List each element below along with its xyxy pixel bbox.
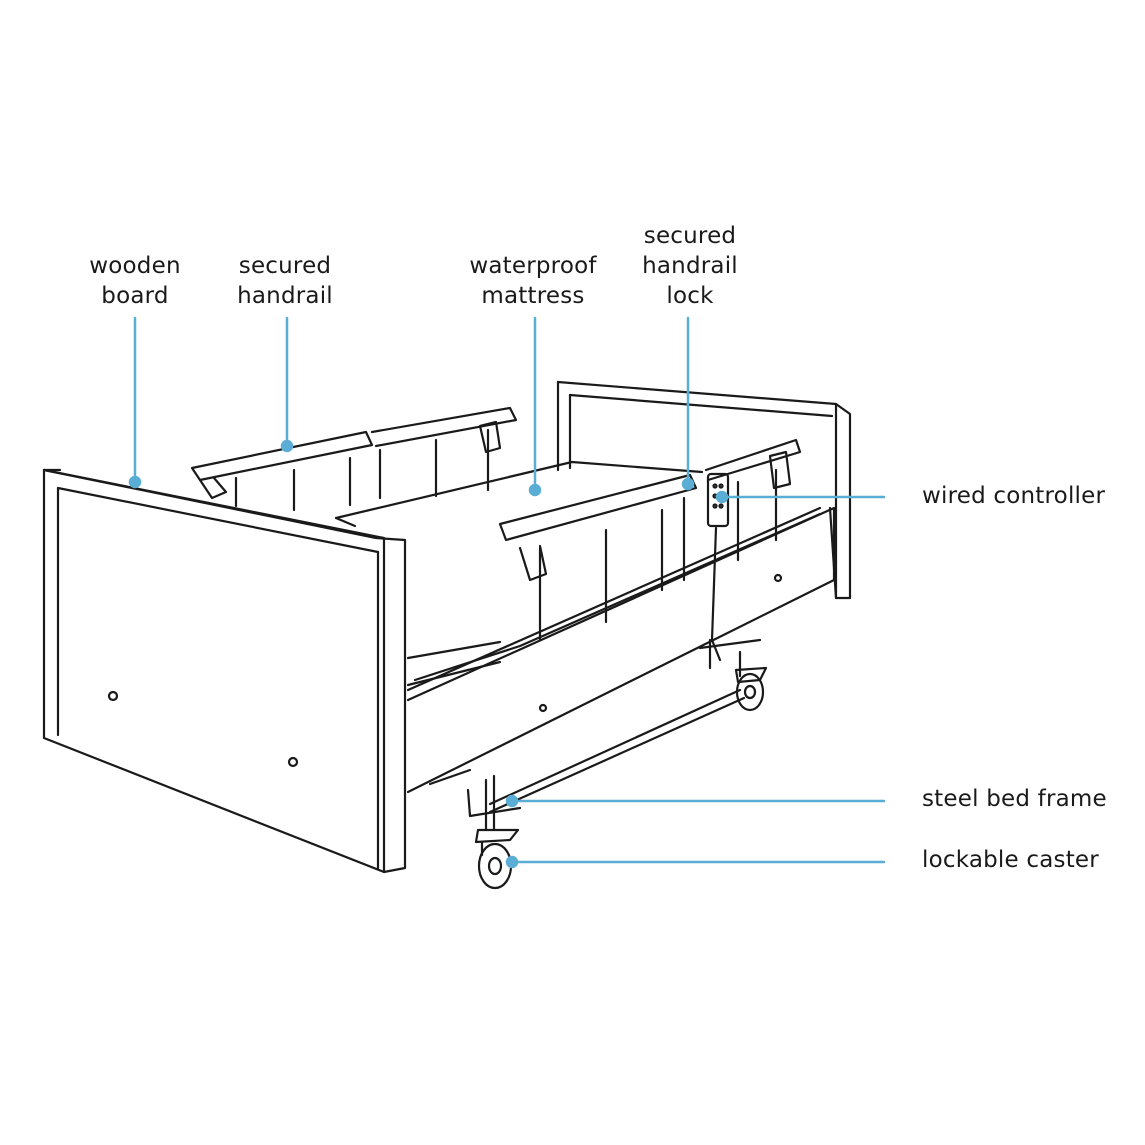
label-secured-handrail-line1: secured xyxy=(238,253,332,279)
label-handrail-lock-line3: lock xyxy=(666,283,714,309)
label-wooden-board-line1: wooden xyxy=(89,253,181,279)
label-steel-bed-frame: steel bed frame xyxy=(922,786,1107,812)
steel-frame xyxy=(428,638,762,832)
label-wooden-board: wooden board xyxy=(89,251,180,311)
front-caster xyxy=(474,828,520,890)
side-frame xyxy=(406,506,836,794)
label-handrail-lock-line1: secured xyxy=(643,223,737,249)
front-footboard xyxy=(42,468,783,874)
label-waterproof-mattress-line2: mattress xyxy=(481,283,585,309)
label-secured-handrail: secured handrail xyxy=(237,251,333,311)
mattress-platform xyxy=(334,460,704,687)
label-secured-handrail-line2: handrail xyxy=(237,283,333,309)
back-caster xyxy=(734,666,768,712)
front-handrail xyxy=(498,438,802,642)
label-wired-controller: wired controller xyxy=(922,483,1106,509)
label-waterproof-mattress-line1: waterproof xyxy=(469,253,597,279)
back-headboard xyxy=(556,380,852,600)
label-handrail-lock-line2: handrail xyxy=(642,253,738,279)
back-handrail xyxy=(190,406,518,512)
leader-lines xyxy=(128,316,886,869)
label-lockable-caster: lockable caster xyxy=(922,847,1099,873)
label-secured-handrail-lock: secured handrail lock xyxy=(642,221,738,311)
label-waterproof-mattress: waterproof mattress xyxy=(469,251,596,311)
label-wooden-board-line2: board xyxy=(101,283,169,309)
